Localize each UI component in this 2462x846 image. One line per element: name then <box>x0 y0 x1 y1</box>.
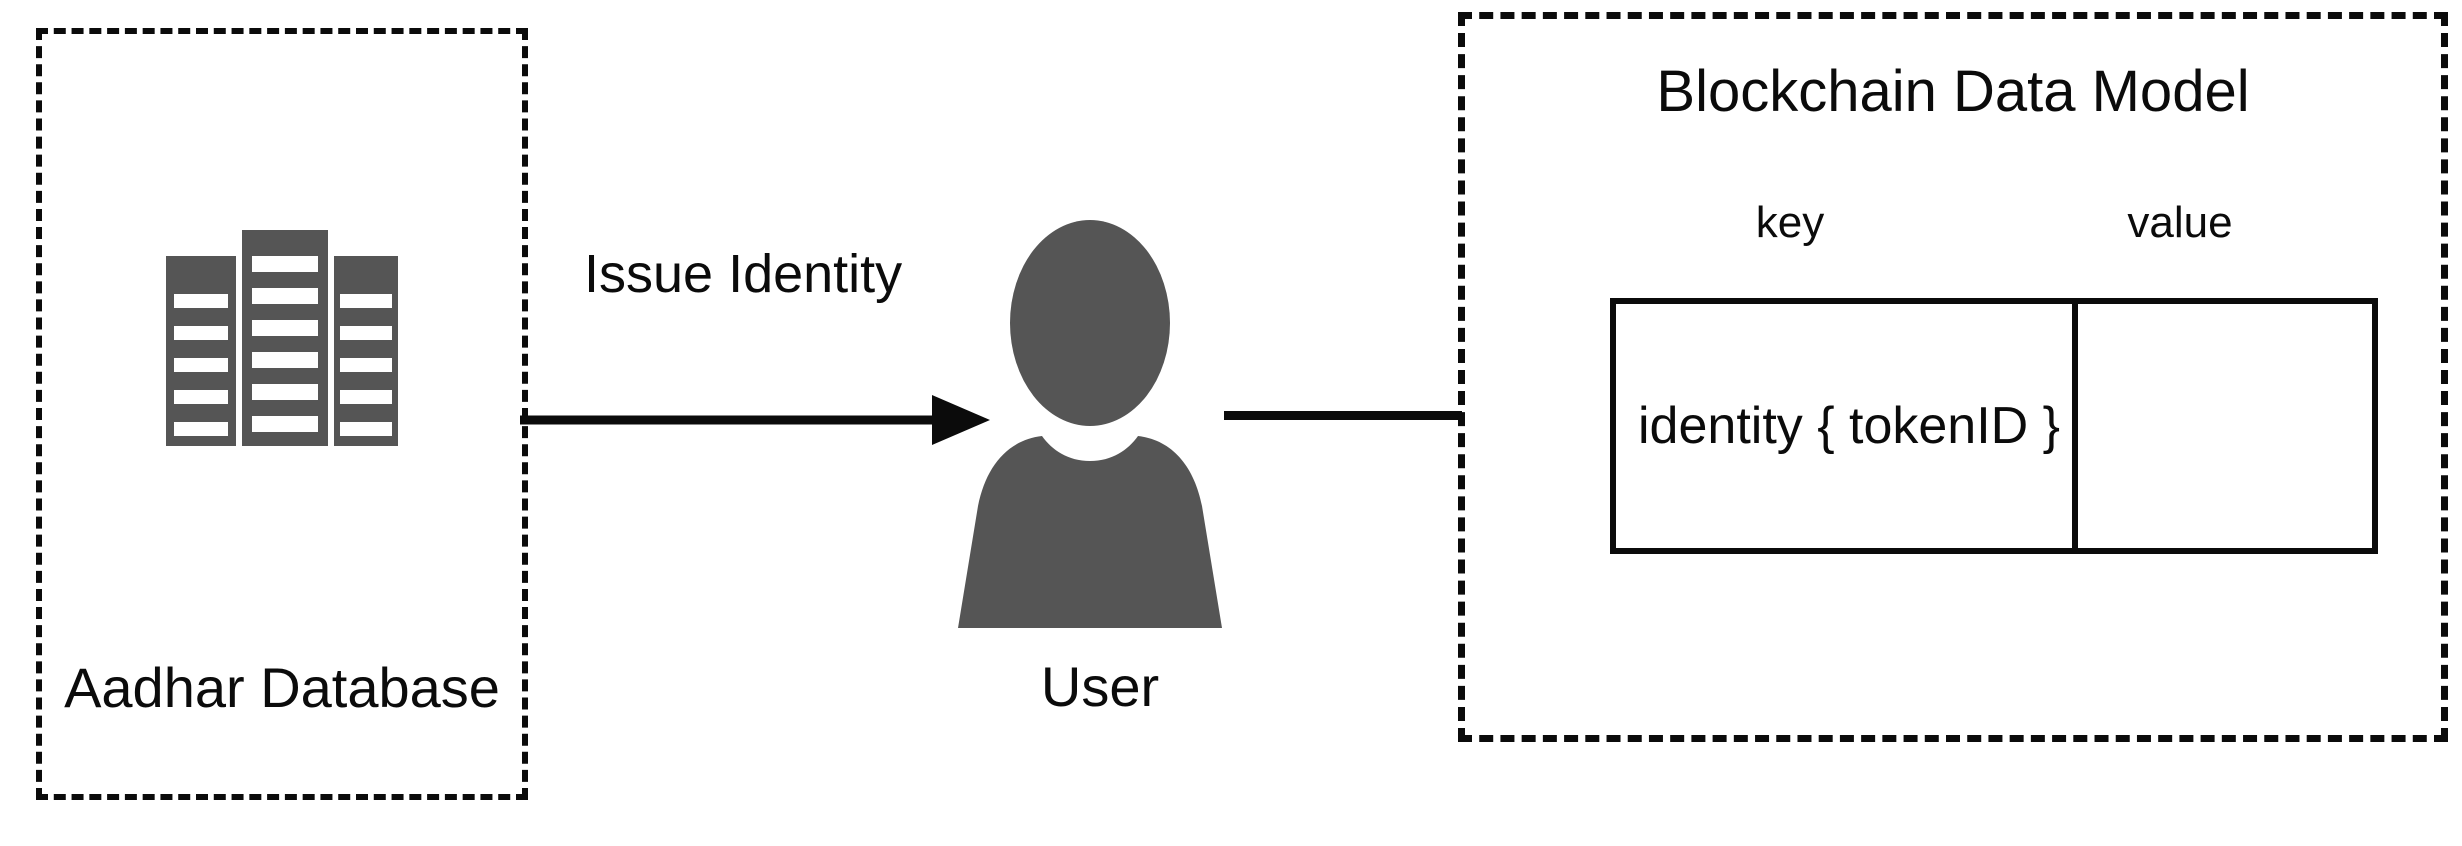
table-cell-value <box>2078 304 2372 548</box>
issue-identity-label: Issue Identity <box>584 244 903 304</box>
table-cell-key: identity { tokenID } <box>1616 304 2078 548</box>
buildings-icon <box>166 230 398 446</box>
blockchain-key-value-table: identity { tokenID } <box>1610 298 2378 554</box>
arrow-right-icon <box>520 385 990 455</box>
building-tower-left <box>166 256 236 446</box>
column-header-value: value <box>2127 198 2233 247</box>
aadhar-database-group <box>36 28 528 800</box>
building-tower-right <box>334 256 398 446</box>
building-tower-middle <box>242 230 328 446</box>
person-icon <box>940 218 1240 628</box>
user-label: User <box>1040 655 1160 718</box>
column-header-key: key <box>1755 198 1825 247</box>
blockchain-data-model-title: Blockchain Data Model <box>1656 59 2250 124</box>
blockchain-data-model-group <box>1458 12 2448 742</box>
connector-line <box>1224 411 1462 420</box>
aadhar-database-label: Aadhar Database <box>64 656 500 719</box>
